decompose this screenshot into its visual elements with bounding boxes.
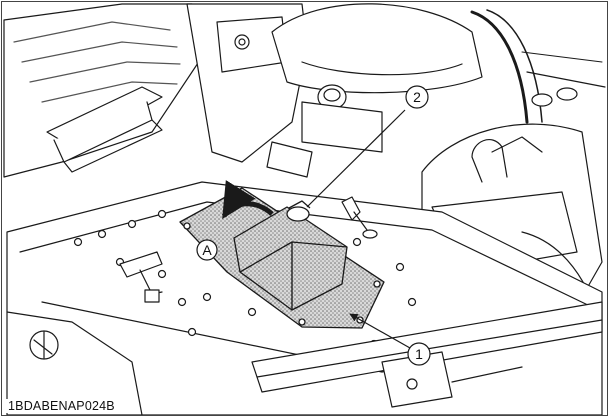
cover-plate bbox=[179, 187, 385, 329]
roll-bar bbox=[470, 10, 529, 124]
callout-a-label: A bbox=[202, 242, 212, 258]
left-fender bbox=[3, 3, 213, 178]
leader-line-1 bbox=[349, 313, 411, 349]
callout-2-label: 2 bbox=[413, 89, 421, 105]
callout-1-label: 1 bbox=[415, 346, 423, 362]
rotation-arrow bbox=[221, 180, 274, 219]
leader-line-2 bbox=[306, 109, 406, 208]
callout-1: 1 bbox=[407, 342, 431, 366]
callout-2: 2 bbox=[405, 85, 429, 109]
figure-code: 1BDABENAP024B bbox=[6, 399, 117, 413]
seat bbox=[271, 3, 483, 94]
callout-a: A bbox=[196, 239, 218, 261]
brake-pedal bbox=[119, 251, 163, 278]
